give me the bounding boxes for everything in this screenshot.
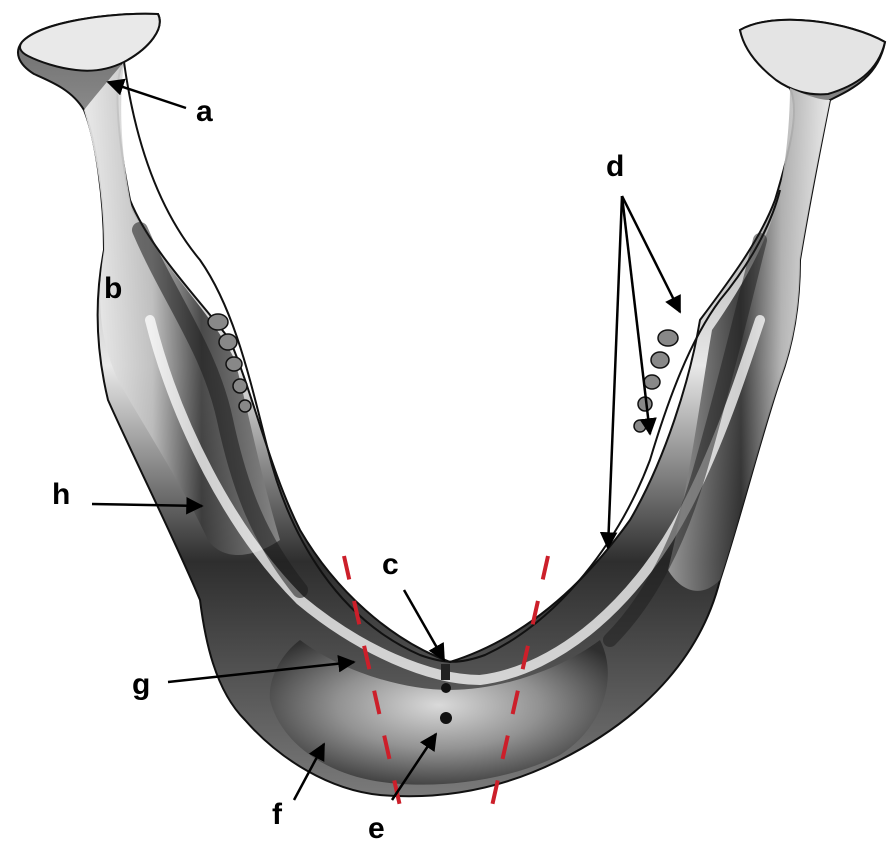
label-h: h <box>52 478 70 511</box>
arrow-d2 <box>622 196 650 434</box>
right-condyle <box>740 20 885 95</box>
midline-notch <box>441 664 450 680</box>
left-condyle <box>20 14 160 71</box>
label-d: d <box>606 150 624 183</box>
arrow-d1 <box>622 196 680 312</box>
foramen-dot <box>441 683 451 693</box>
foramen-dot <box>440 712 452 724</box>
label-g: g <box>132 668 150 701</box>
label-a: a <box>196 95 213 128</box>
label-c: c <box>382 548 399 581</box>
label-f: f <box>272 798 283 831</box>
label-b: b <box>104 272 122 305</box>
label-e: e <box>368 812 385 845</box>
arrow-d3 <box>608 196 622 548</box>
